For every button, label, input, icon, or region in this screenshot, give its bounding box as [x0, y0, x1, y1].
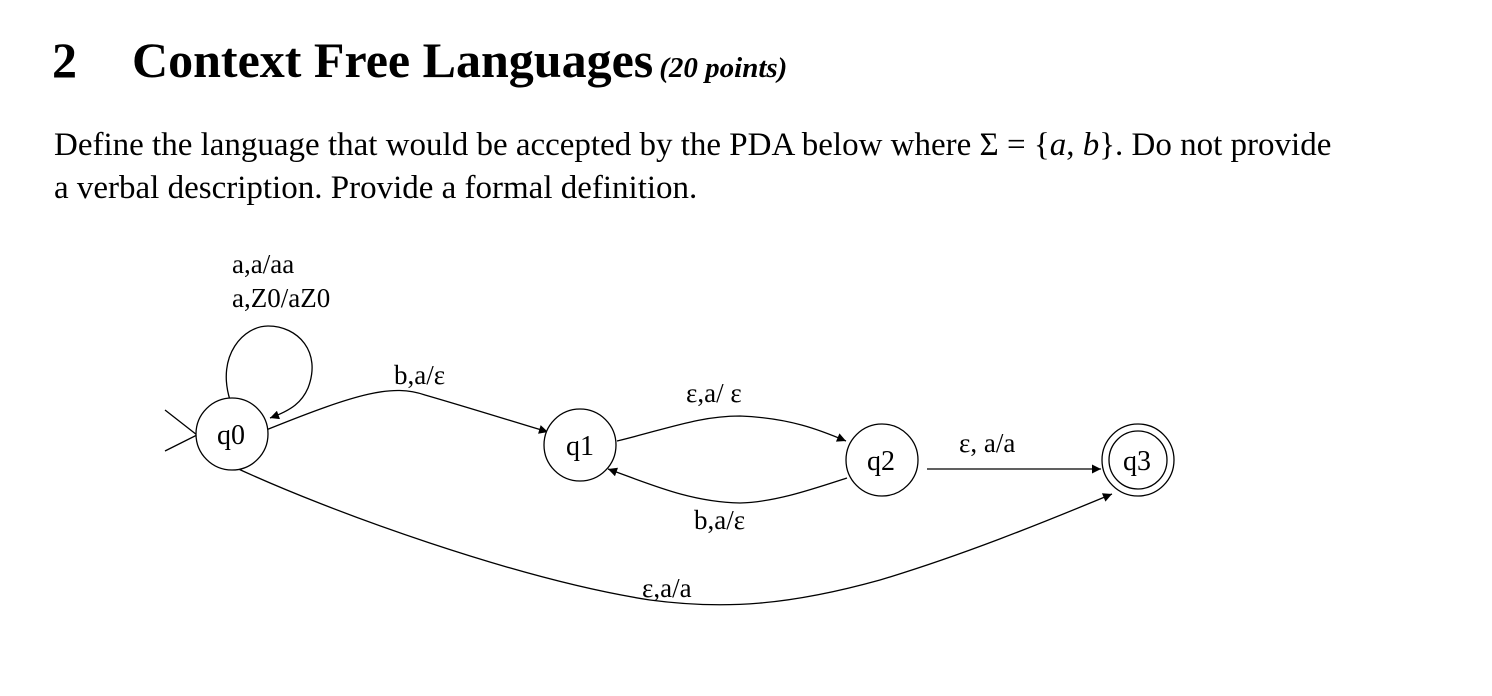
label-q0-q3: ε,a/a [642, 573, 692, 603]
state-q3-label: q3 [1123, 446, 1151, 477]
section-number: 2 [52, 32, 77, 88]
state-q0-circle [195, 397, 269, 471]
label-q1-q2: ε,a/ ε [686, 378, 742, 408]
start-state-arrow [164, 409, 199, 452]
question-lead: Define the language that would be accept… [54, 127, 980, 163]
section-title: Context Free Languages [132, 32, 654, 88]
edge-q0-q3 [231, 465, 1113, 606]
alphabet-symbol-a: a [1049, 127, 1067, 163]
state-q0: q0 [195, 397, 269, 471]
state-q3-outer-circle [1101, 423, 1175, 497]
label-q0-q0-push-a: a,a/aa [232, 249, 294, 279]
state-q2: q2 [845, 423, 919, 497]
edge-q1-q2 [616, 415, 847, 442]
label-q2-q1: b,a/ε [694, 505, 745, 535]
state-q1: q1 [543, 408, 617, 482]
question-text: Define the language that would be accept… [54, 124, 1354, 210]
edge-q0-q1 [265, 389, 549, 434]
alphabet-symbol-b: b [1082, 127, 1100, 163]
equals-sign: = [998, 127, 1034, 163]
state-q3-accept-ring [1108, 430, 1168, 490]
state-q1-circle [543, 408, 617, 482]
state-q1-label: q1 [566, 431, 594, 462]
state-q0-label: q0 [217, 420, 245, 451]
label-q0-q1: b,a/ε [394, 360, 445, 390]
set-comma: , [1066, 127, 1083, 163]
set-close-brace: } [1099, 127, 1116, 163]
state-q2-label: q2 [867, 446, 895, 477]
section-heading: 2 Context Free Languages(20 points) [52, 30, 787, 98]
state-q2-circle [845, 423, 919, 497]
sigma-symbol: Σ [979, 127, 999, 163]
label-q0-q0-push-z0: a,Z0/aZ0 [232, 283, 330, 313]
question-instructions: . Do not provide a verbal description. P… [54, 127, 1332, 206]
edge-q0-q0 [225, 325, 313, 420]
set-open-brace: { [1033, 127, 1050, 163]
label-q2-q3: ε, a/a [959, 428, 1015, 458]
edge-q2-q1 [607, 467, 848, 504]
state-q3: q3 [1101, 423, 1175, 497]
section-points: (20 points) [659, 52, 788, 84]
